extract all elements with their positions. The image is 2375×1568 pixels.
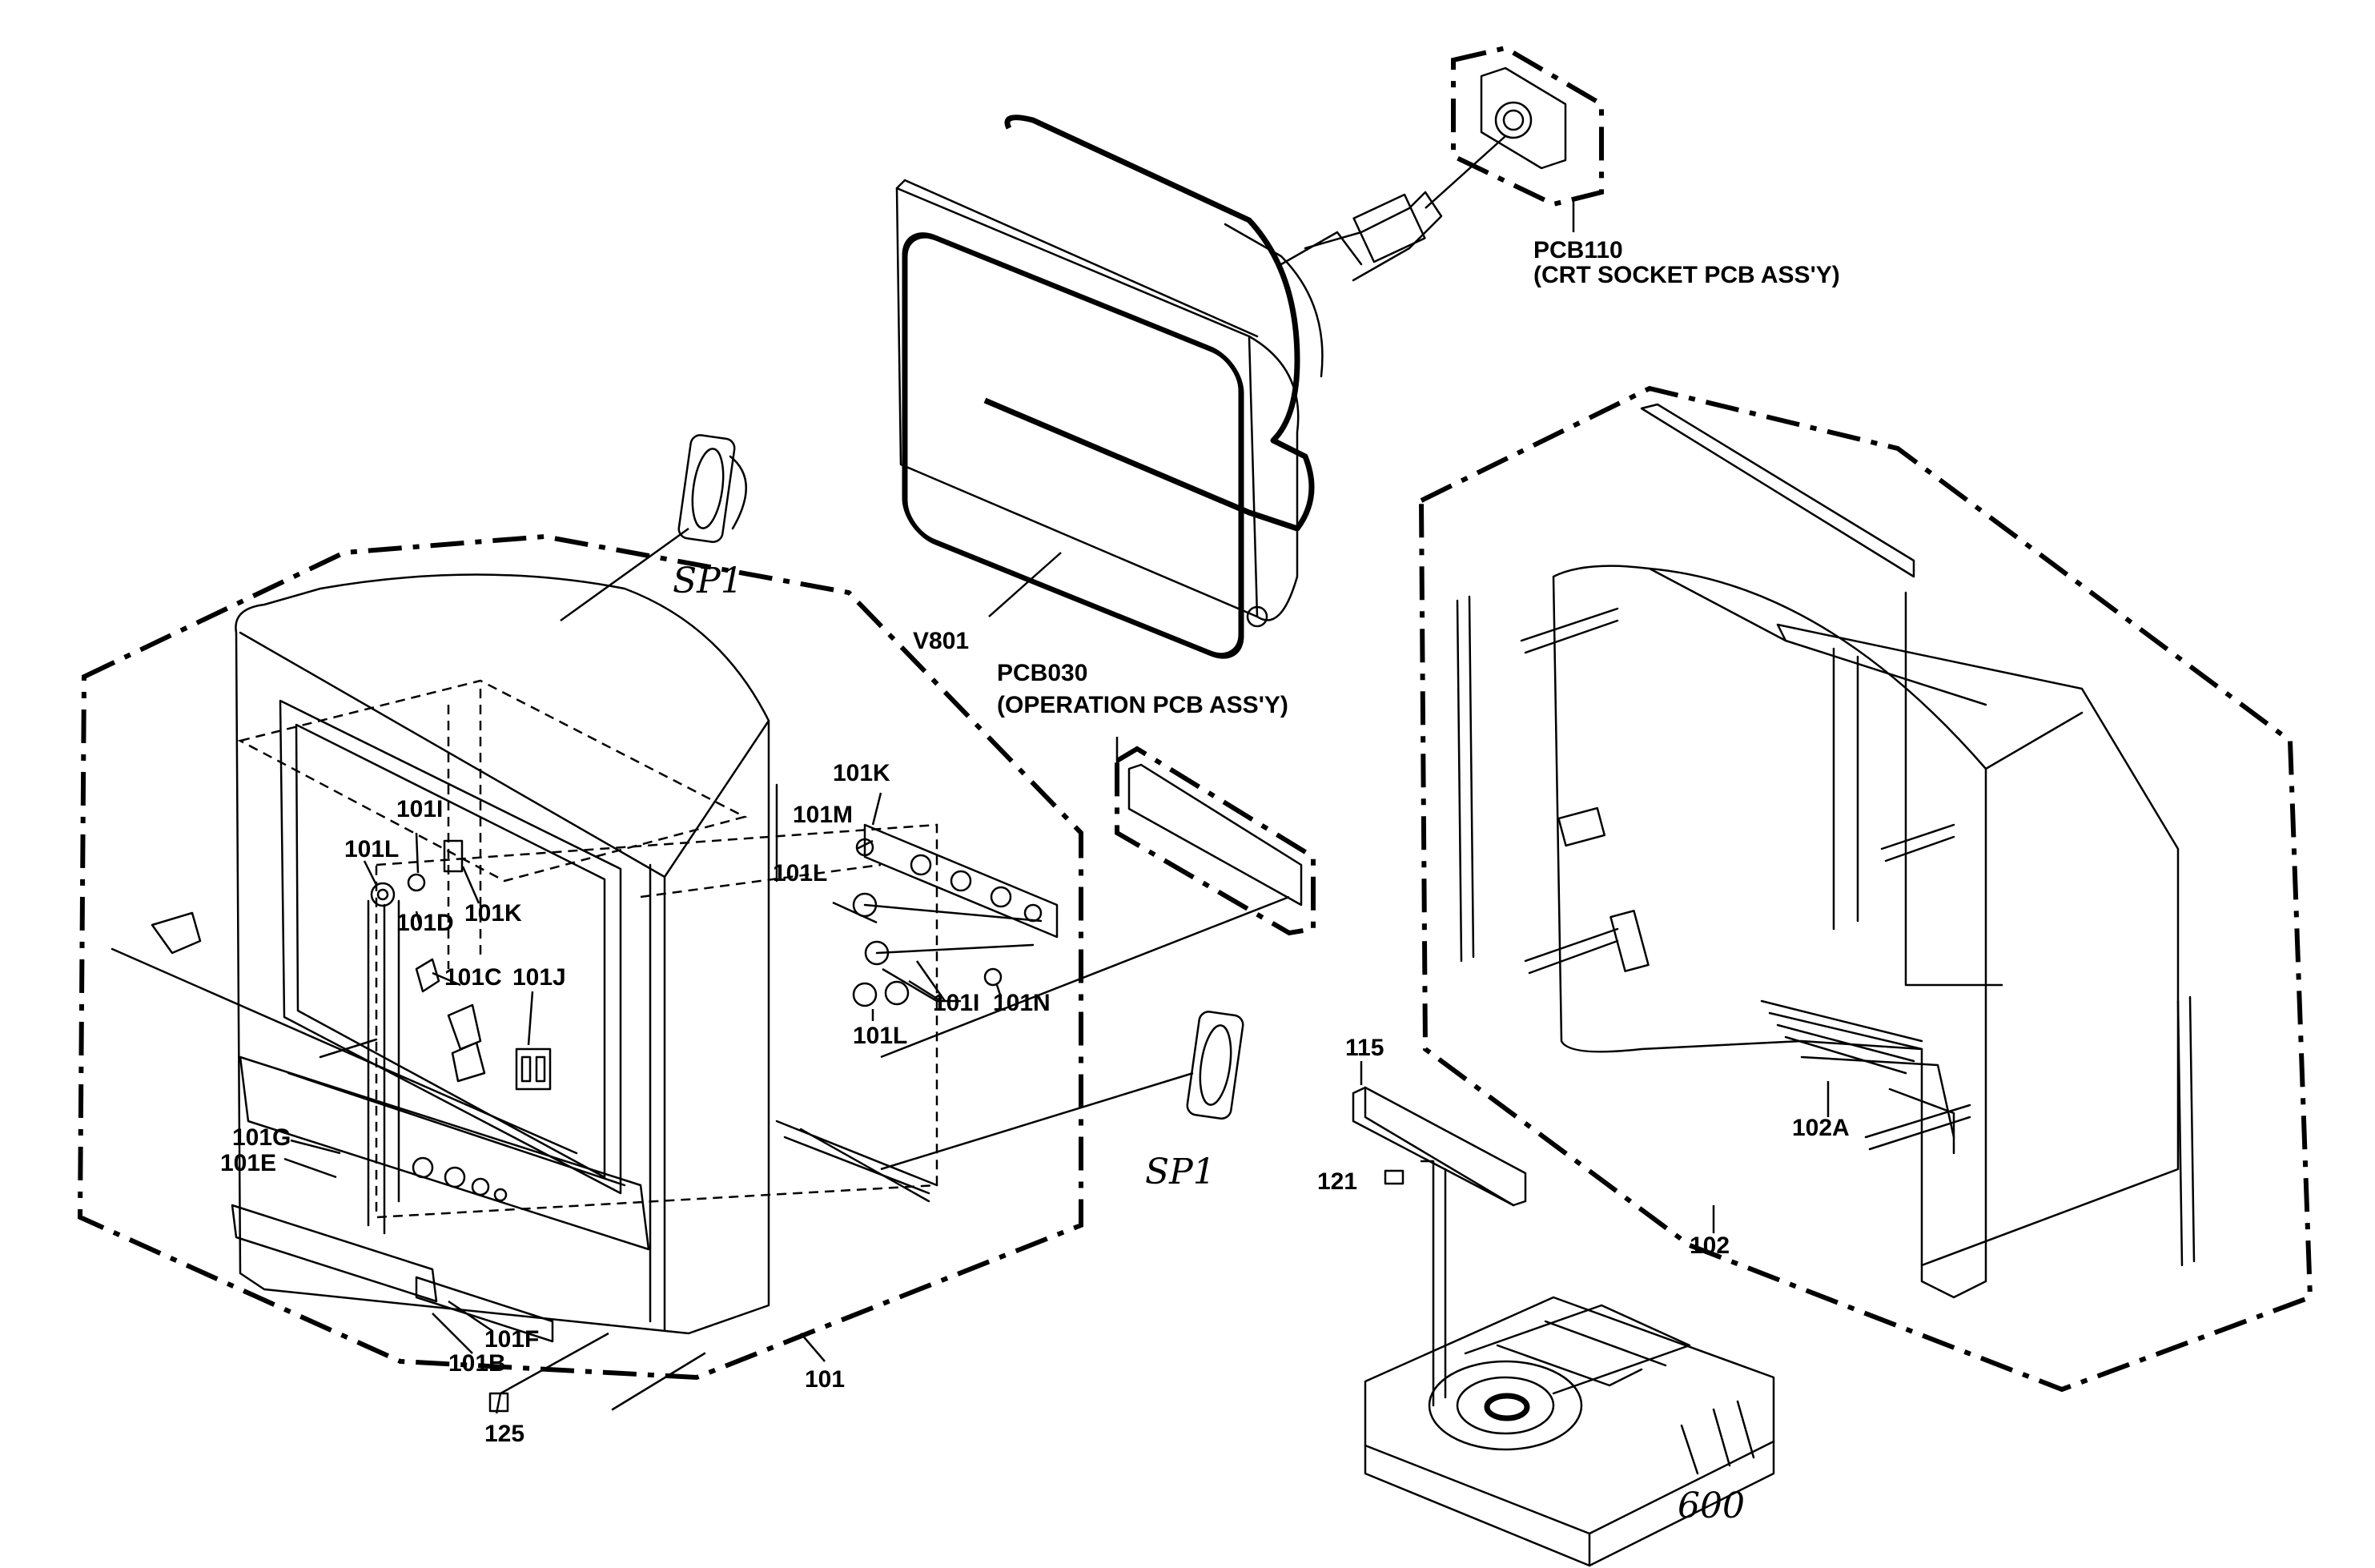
- crt-tube: [895, 115, 1506, 659]
- label-101b: 101B: [448, 1350, 506, 1377]
- label-101i-a: 101I: [396, 796, 443, 822]
- label-sp1-bottom: SP1: [1145, 1152, 1216, 1192]
- operation-pcb-bracket-101k: [863, 823, 1059, 939]
- label-101d: 101D: [396, 910, 454, 936]
- crt-neck: [1304, 191, 1443, 282]
- label-101l-a: 101L: [344, 836, 399, 862]
- bracket-101c: [447, 1003, 486, 1083]
- operation-pcb-boundary: [1115, 746, 1316, 936]
- crt-socket-boundary: [1451, 45, 1604, 207]
- label-101l-c: 101L: [853, 1023, 907, 1049]
- part-125: [488, 1392, 509, 1413]
- crt-degauss-coil: [983, 115, 1315, 532]
- operation-pcb: [880, 737, 1316, 1059]
- crt-socket: [1494, 101, 1533, 139]
- label-101j: 101J: [512, 964, 566, 991]
- label-125: 125: [484, 1421, 524, 1447]
- label-sp1-top: SP1: [673, 561, 743, 601]
- labels: PCB110 (CRT SOCKET PCB ASS'Y) V801 PCB03…: [220, 237, 1850, 1526]
- label-pcb030-desc: (OPERATION PCB ASS'Y): [997, 692, 1288, 718]
- screen-opening: [279, 699, 622, 1195]
- label-101f: 101F: [484, 1326, 539, 1353]
- label-101k-a: 101K: [464, 900, 522, 927]
- dvd-tray: [1428, 1360, 1583, 1451]
- operation-pcb-parts: [775, 783, 1059, 1203]
- label-pcb030: PCB030: [997, 660, 1087, 686]
- label-101n: 101N: [993, 990, 1051, 1016]
- label-102a: 102A: [1792, 1115, 1850, 1141]
- crt-socket-pcb: [1451, 45, 1604, 232]
- label-pcb110-desc: (CRT SOCKET PCB ASS'Y): [1533, 262, 1840, 288]
- rear-cabinet-boundary: [1418, 385, 2313, 1393]
- label-101k-b: 101K: [833, 760, 890, 786]
- label-101m: 101M: [793, 802, 853, 828]
- dvd-mechanism: [1364, 1296, 1775, 1567]
- label-v801: V801: [913, 628, 969, 654]
- label-101: 101: [805, 1366, 845, 1393]
- label-101c: 101C: [444, 964, 502, 991]
- label-101e: 101E: [220, 1150, 276, 1176]
- door-101f: [415, 1276, 554, 1343]
- part-115-bar: [1352, 1061, 1527, 1407]
- label-600: 600: [1678, 1486, 1745, 1526]
- label-101i-b: 101I: [933, 990, 979, 1016]
- bracket-101k: [443, 839, 464, 873]
- front-cabinet-boundary: [77, 533, 1083, 1381]
- rear-cabinet: [1552, 565, 1987, 1299]
- part-121: [1384, 1169, 1405, 1185]
- door-101b: [231, 1204, 438, 1303]
- label-102: 102: [1690, 1232, 1730, 1259]
- switch-101j: [515, 1047, 552, 1091]
- label-121: 121: [1317, 1168, 1357, 1195]
- speaker-bottom: [880, 1011, 1244, 1171]
- label-101g: 101G: [232, 1124, 291, 1151]
- rear-cabinet-group: [1418, 385, 2313, 1393]
- front-cabinet: [235, 573, 770, 1335]
- label-115: 115: [1345, 1035, 1384, 1061]
- speaker-top: [560, 434, 747, 622]
- front-cabinet-group: [77, 533, 1083, 1414]
- knob-101i: [407, 873, 426, 892]
- label-101l-b: 101L: [773, 860, 827, 887]
- label-pcb110: PCB110: [1533, 237, 1623, 263]
- crt-face: [902, 232, 1244, 659]
- knob-101l: [370, 882, 396, 907]
- clip-101d: [415, 958, 440, 993]
